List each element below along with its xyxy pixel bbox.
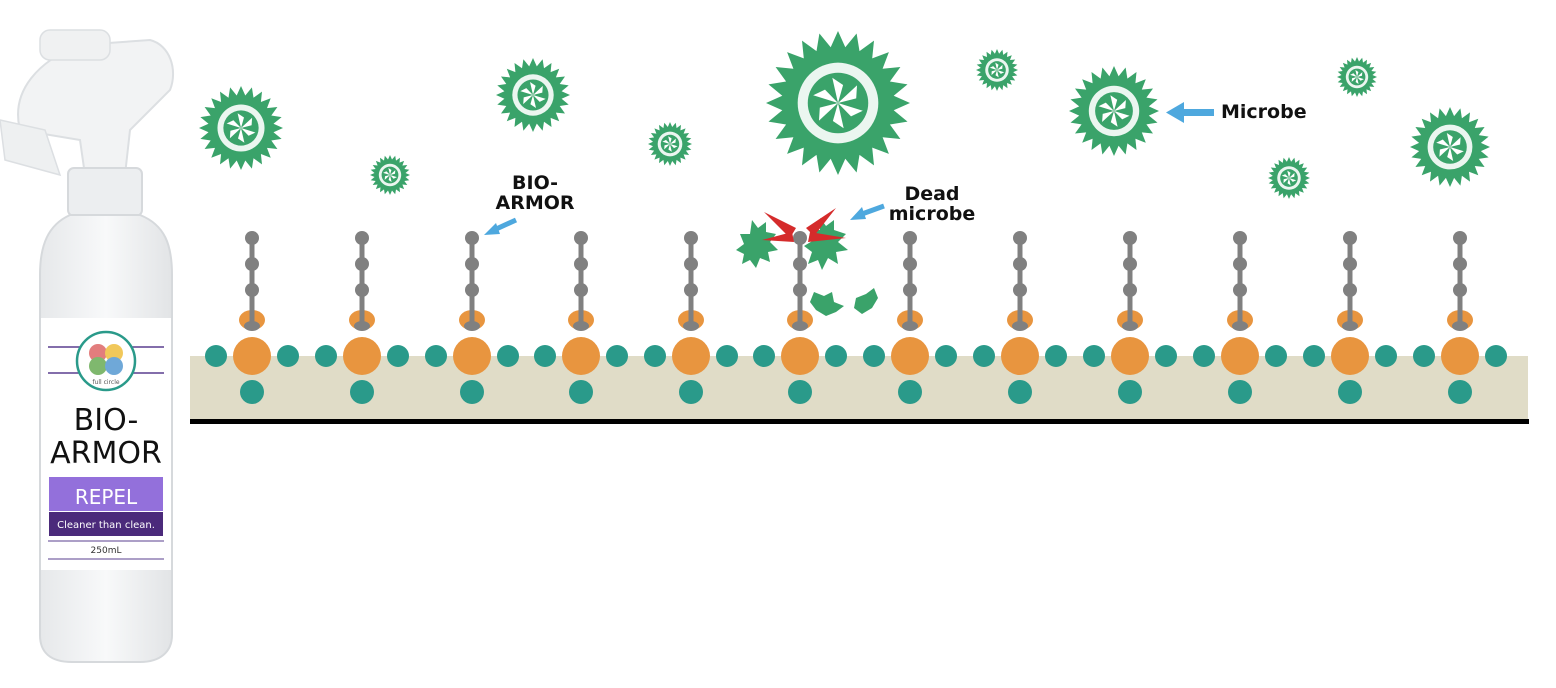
bottle-label: full circle BIO- ARMOR REPEL Cleaner tha… [41,318,171,570]
bio-armor-molecule [1111,231,1149,404]
teal-particle [497,345,519,367]
teal-particle [1375,345,1397,367]
bio-armor-molecule [1441,231,1479,404]
spray-trigger-head [0,29,175,177]
bottle-brand-line1: BIO- [74,403,139,438]
teal-particle [716,345,738,367]
teal-particle [1485,345,1507,367]
bottle-brand-line2: ARMOR [50,436,162,471]
bio-armor-molecule [1331,231,1369,404]
surface [190,356,1528,420]
full-circle-logo: full circle [75,330,137,392]
microbe-icon [766,31,910,175]
teal-particle [1303,345,1325,367]
teal-particle [753,345,775,367]
teal-particle [277,345,299,367]
dead-microbe-annotation: Dead microbe [850,183,975,225]
dead-microbe-fragment [810,292,844,316]
teal-particle [1083,345,1105,367]
bio-armor-molecule [1221,231,1259,404]
bio-armor-molecule [1001,231,1039,404]
teal-particle [1155,345,1177,367]
bioarmor-label-line2: ARMOR [495,192,574,214]
microbe-icon [496,58,570,132]
microbe-icon [1337,57,1377,97]
arrow-icon [850,203,885,220]
product-band [49,477,163,511]
bio-armor-molecule [233,231,271,404]
dead-microbe [736,208,878,316]
red-burst [806,208,836,236]
bioarmor-label-line1: BIO- [512,172,558,194]
microbe-icon [1069,66,1159,156]
logo-text: full circle [92,379,119,386]
dead-microbe-fragment [736,220,778,268]
teal-particle [1193,345,1215,367]
bio-armor-molecule [453,231,491,404]
bottle-volume: 250mL [91,546,122,556]
bio-armor-molecule [562,231,600,404]
teal-particle [1045,345,1067,367]
bio-armor-molecule [891,231,929,404]
dead-microbe-label-line1: Dead [904,183,959,205]
teal-particle [315,345,337,367]
teal-particle [935,345,957,367]
bioarmor-annotation: BIO- ARMOR [484,172,575,235]
teal-particle [534,345,556,367]
microbe-annotation: Microbe [1166,101,1307,123]
arrow-icon [1166,102,1214,123]
dead-microbe-label-line2: microbe [889,203,975,225]
microbe-icon [648,122,692,166]
bottle-product-name: REPEL [75,485,138,509]
teal-particle [973,345,995,367]
teal-particle [606,345,628,367]
teal-particle [644,345,666,367]
microbe-icon [370,155,410,195]
teal-particle [825,345,847,367]
microbe-icon [199,86,283,170]
teal-particle [863,345,885,367]
bio-armor-molecule [343,231,381,404]
spray-bottle: full circle BIO- ARMOR REPEL Cleaner tha… [0,29,175,663]
microbe-icon [1410,107,1490,187]
teal-particle [1413,345,1435,367]
bottle-tagline: Cleaner than clean. [57,520,155,531]
dead-microbe-fragment [854,288,878,314]
red-burst [762,232,794,242]
red-burst [764,212,796,238]
bio-armor-molecule [672,231,710,404]
teal-particle [1265,345,1287,367]
bottle-cap [67,167,143,217]
arrow-icon [484,217,518,235]
surface-baseline [190,419,1529,424]
microbe-icon [976,49,1018,91]
bio-armor-molecule [781,231,819,404]
microbe-icon [1268,157,1310,199]
microbe-group [199,31,1490,199]
teal-particle [205,345,227,367]
tagline-band [49,512,163,536]
red-burst [808,232,846,242]
teal-particle [425,345,447,367]
bio-armor-molecule-layer [205,231,1507,404]
teal-particle [387,345,409,367]
microbe-label: Microbe [1221,101,1307,123]
